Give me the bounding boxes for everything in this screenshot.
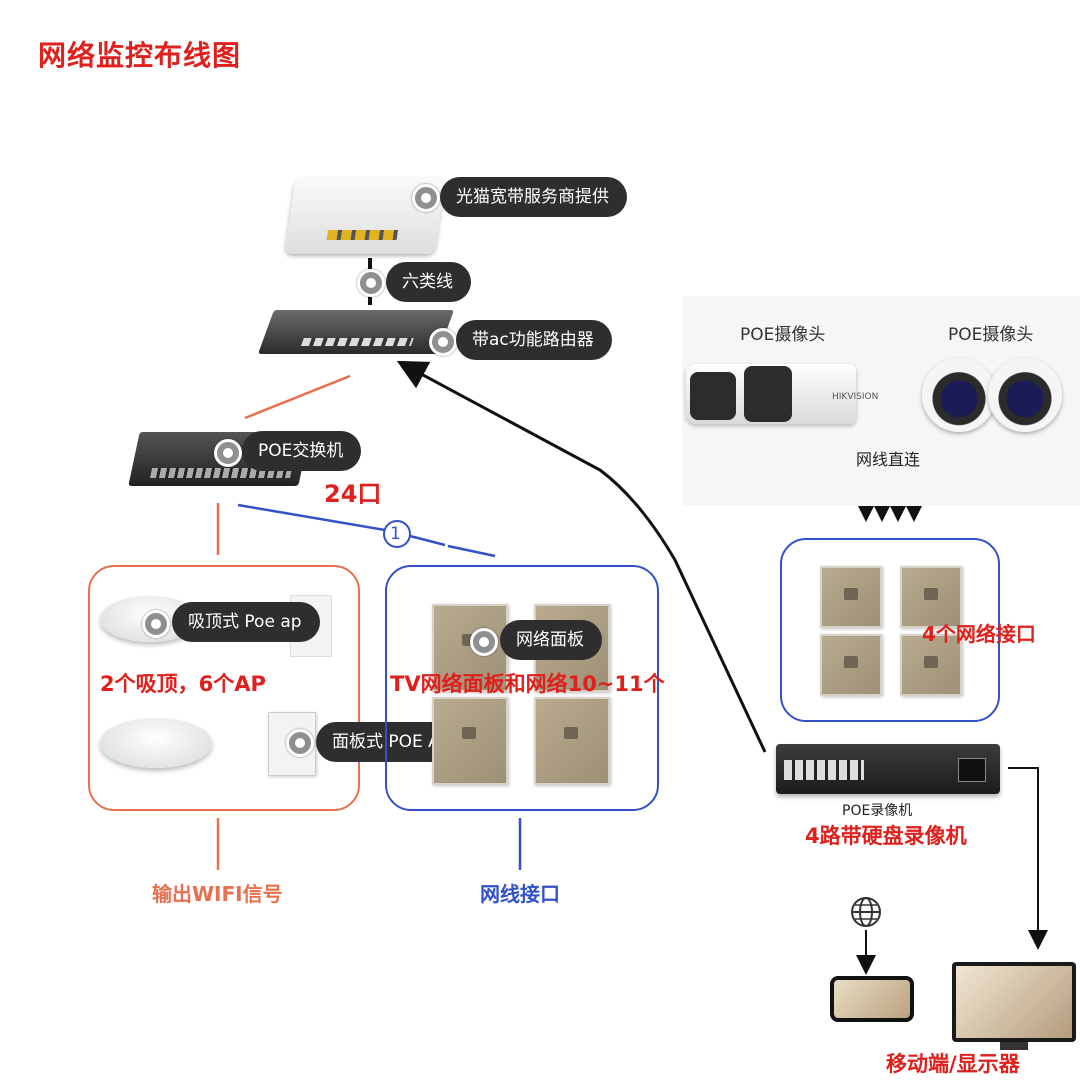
wall-panel: [900, 634, 962, 696]
tag-ceiling-ap: 吸顶式 Poe ap: [172, 602, 320, 642]
router-device: [257, 310, 455, 354]
wall-panel: [900, 566, 962, 628]
direct-label: 网线直连: [856, 446, 921, 470]
bullet-camera-lens: [744, 366, 792, 422]
dome-camera-icon: [922, 358, 996, 432]
wall-panel: [820, 634, 882, 696]
nvr-device: [776, 744, 1000, 794]
nvr-annotation: 4路带硬盘录像机: [805, 824, 967, 848]
mobile-display-annotation: 移动端/显示器: [886, 1052, 1020, 1076]
tag-router: 带ac功能路由器: [456, 320, 612, 360]
circle-number: 1: [390, 524, 401, 544]
tv-panel-annotation: TV网络面板和网络10~11个: [390, 672, 665, 696]
modem-dot: [412, 184, 440, 212]
wall-panel: [820, 566, 882, 628]
camera-brand: HIKVISION: [832, 392, 879, 402]
switch-panel-line: [447, 544, 496, 558]
ceiling-ap-device-2: [100, 718, 212, 768]
router-switch-line: [244, 374, 351, 420]
camera-left-label: POE摄像头: [740, 325, 826, 345]
nvr-router-line: [396, 360, 767, 753]
ports-annotation: 24口: [324, 480, 382, 508]
dome-camera-icon: [988, 358, 1062, 432]
tag-modem: 光猫宽带服务商提供: [440, 177, 627, 217]
cat6-dot: [357, 269, 385, 297]
phone-device: [830, 976, 914, 1022]
nvr-label: POE录像机: [842, 803, 913, 819]
wall-panel: [432, 697, 508, 785]
ceiling-ap-dot: [142, 610, 170, 638]
bullet-camera-lens: [690, 372, 736, 420]
monitor-stand: [1000, 1042, 1028, 1050]
panel-group-box: [385, 565, 659, 811]
ap-group-box: [88, 565, 360, 811]
four-port-annotation: 4个网络接口: [922, 622, 1036, 646]
switch-dot: [214, 439, 242, 467]
wall-panel: [534, 697, 610, 785]
tag-net-panel: 网络面板: [500, 620, 602, 660]
panel-ap-dot: [286, 729, 314, 757]
ap-count-annotation: 2个吸顶，6个AP: [100, 672, 266, 696]
monitor-device: [952, 962, 1076, 1042]
globe-icon: [851, 897, 881, 927]
tag-cat6: 六类线: [386, 262, 471, 302]
tag-switch: POE交换机: [242, 431, 362, 471]
router-dot: [429, 328, 457, 356]
net-panel-dot: [470, 628, 498, 656]
four-port-box: [780, 538, 1000, 722]
cable-port-label: 网线接口: [480, 882, 560, 906]
page-title: 网络监控布线图: [38, 39, 242, 72]
camera-right-label: POE摄像头: [948, 325, 1034, 345]
wifi-out-label: 输出WIFI信号: [152, 882, 283, 906]
